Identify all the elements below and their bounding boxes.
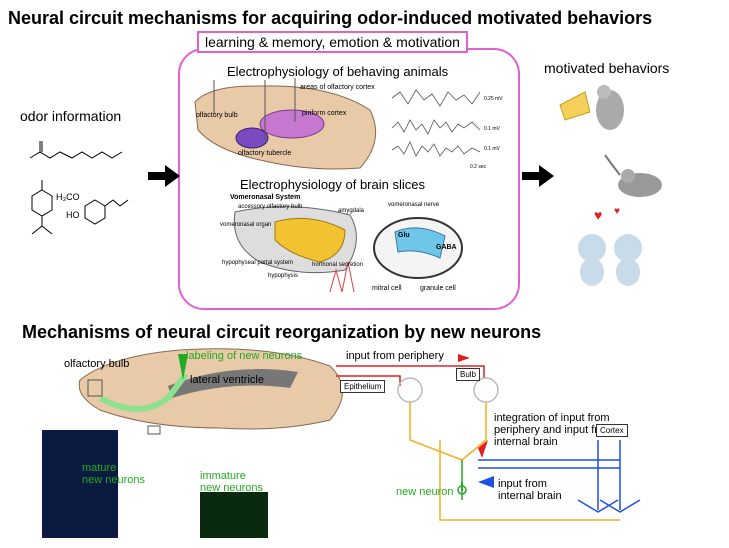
eugenol-molecule-icon xyxy=(84,199,129,225)
label-hormonal: hormonal secretion xyxy=(312,262,364,268)
immature-neuron-micrograph xyxy=(200,492,268,538)
arrow-right-icon xyxy=(522,165,554,187)
input-label: odor information xyxy=(20,108,122,124)
ester-molecule-icon xyxy=(29,141,123,159)
bottom-title: Mechanisms of neural circuit reorganizat… xyxy=(22,322,542,342)
arrow-right-icon xyxy=(148,165,180,187)
label-vomeronasal-nerve: vomeronasal nerve xyxy=(388,202,440,208)
top-title: Neural circuit mechanisms for acquiring … xyxy=(8,8,653,28)
label-mature: mature new neurons xyxy=(82,462,145,486)
label-amygdala: amygdala xyxy=(338,208,365,214)
trace-scale-2: 0.1 mV xyxy=(484,126,500,132)
svg-text:♥: ♥ xyxy=(594,207,602,223)
label-input-internal: input from internal brain xyxy=(498,478,562,502)
mouse-running-illustration xyxy=(604,154,662,197)
section-b-title: Electrophysiology of brain slices xyxy=(240,177,425,192)
circuit-diagram xyxy=(336,365,641,521)
vomeronasal-slice-illustration xyxy=(233,206,463,293)
svg-text:♥: ♥ xyxy=(614,206,620,217)
label-olfactory-bulb-bottom: olfactory bulb xyxy=(64,358,130,370)
section-a-title: Electrophysiology of behaving animals xyxy=(227,64,449,79)
trace-scale-3: 0.1 mV xyxy=(484,146,500,152)
arrow-red-down-icon xyxy=(478,440,488,458)
label-granule: granule cell xyxy=(420,285,456,292)
mature-neuron-micrograph xyxy=(42,430,118,538)
label-vomeronasal-system: Vomeronasal System xyxy=(230,194,301,201)
label-new-neuron: new neuron xyxy=(396,486,454,498)
label-epithelium: Epithelium xyxy=(340,380,386,393)
label-labeling: labeling of new neurons xyxy=(186,350,303,362)
label-ho: HO xyxy=(66,210,80,220)
label-hypophysis: hypophysis xyxy=(268,273,299,279)
label-lateral-ventricle: lateral ventricle xyxy=(190,374,264,386)
label-cortex: Cortex xyxy=(596,424,628,437)
arrow-red-icon xyxy=(458,354,470,362)
label-vomeronasal-organ: vomeronasal organ xyxy=(220,222,272,228)
box-label: learning & memory, emotion & motivation xyxy=(197,31,468,53)
mice-pair-illustration: ♥ ♥ xyxy=(578,206,642,286)
label-gaba: GABA xyxy=(436,244,457,251)
brain-bottom-illustration xyxy=(78,348,343,435)
trace-scale-4: 0.2 sec xyxy=(470,164,487,170)
label-mitral: mitral cell xyxy=(372,285,402,292)
arrow-blue-icon xyxy=(478,476,494,488)
label-piriform-cortex: piriform cortex xyxy=(302,110,347,117)
brain-sagittal-illustration xyxy=(194,78,377,170)
label-olfactory-bulb: olfactory bulb xyxy=(196,112,238,119)
terpene-molecule-icon xyxy=(31,180,53,235)
label-olfactory-tubercle: olfactory tubercle xyxy=(238,150,292,157)
label-glu: Glu xyxy=(398,232,410,239)
ephys-traces xyxy=(391,89,481,157)
label-hypophyseal: hypophyseal portal system xyxy=(222,260,294,266)
output-label: motivated behaviors xyxy=(544,60,670,76)
label-input-periphery: input from periphery xyxy=(346,350,444,362)
label-h3co: H₃CO xyxy=(56,192,80,202)
trace-scale-1: 0.25 mV xyxy=(484,96,503,102)
label-bulb: Bulb xyxy=(456,368,481,381)
label-integration: integration of input from periphery and … xyxy=(494,412,614,448)
mouse-cheese-illustration xyxy=(559,85,624,130)
label-accessory-bulb: accessory olfactory bulb xyxy=(238,204,303,210)
label-immature: immature new neurons xyxy=(200,470,263,494)
label-areas-olf-cortex: areas of olfactory cortex xyxy=(300,84,375,91)
